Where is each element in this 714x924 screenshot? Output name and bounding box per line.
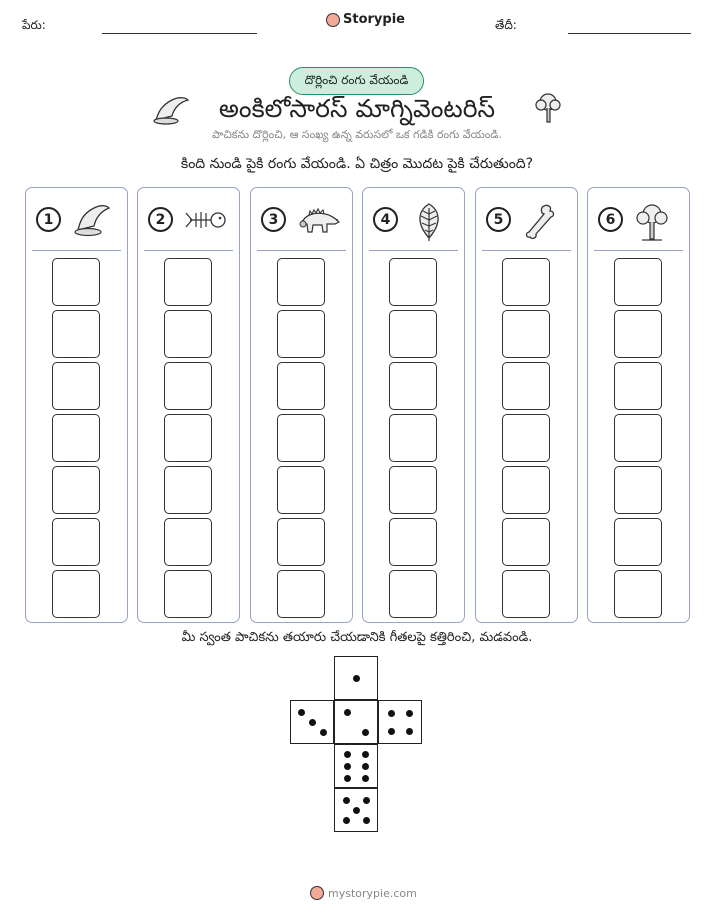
name-line [102,33,257,34]
column-number: 2 [148,207,173,232]
die-face-1 [334,656,378,700]
tree-icon [636,204,668,241]
column-number: 4 [373,207,398,232]
bear-logo-icon [326,12,340,27]
color-cell[interactable] [614,518,662,566]
color-cell[interactable] [164,414,212,462]
column-divider [594,250,683,251]
column-divider [369,250,458,251]
color-cell[interactable] [389,466,437,514]
die-face-5 [334,788,378,832]
color-cell[interactable] [614,466,662,514]
column-number: 3 [261,207,286,232]
die-face-3 [290,700,334,744]
color-cell[interactable] [502,570,550,618]
column-2: 2 [137,187,240,623]
die-face-6 [334,744,378,788]
color-cell[interactable] [389,518,437,566]
ankylosaurus-icon [299,207,341,233]
color-cell[interactable] [277,414,325,462]
color-cell[interactable] [614,570,662,618]
column-number: 6 [598,207,623,232]
color-cell[interactable] [614,362,662,410]
column-header: 5 [476,188,577,250]
column-header: 4 [363,188,464,250]
color-cell[interactable] [277,466,325,514]
column-divider [32,250,121,251]
color-cell[interactable] [164,362,212,410]
color-cell[interactable] [52,310,100,358]
brand-name: Storypie [343,12,405,27]
color-cell[interactable] [614,258,662,306]
subtitle: పాచికను దొర్లించి, ఆ సంఖ్య ఉన్న వరుసలో ఒ… [212,128,502,141]
column-header: 2 [138,188,239,250]
color-cell[interactable] [277,570,325,618]
column-3: 3 [250,187,353,623]
brand-logo: Storypie [326,12,405,27]
tooth-icon [153,97,190,125]
bear-logo-icon [310,886,324,900]
footer-url[interactable]: mystorypie.com [328,886,417,900]
bone-icon [525,204,555,240]
column-header: 1 [26,188,127,250]
column-1: 1 [25,187,128,623]
color-cell[interactable] [52,362,100,410]
color-cell[interactable] [164,466,212,514]
column-4: 4 [362,187,465,623]
page-title: అంకిలోసారస్ మాగ్నివెంటరిస్ [218,94,496,123]
die-face-4 [378,700,422,744]
column-divider [144,250,233,251]
color-cell[interactable] [389,258,437,306]
color-cell[interactable] [277,362,325,410]
color-cell[interactable] [614,414,662,462]
color-cell[interactable] [164,310,212,358]
color-cell[interactable] [277,258,325,306]
color-cell[interactable] [389,362,437,410]
column-header: 6 [588,188,689,250]
column-number: 5 [486,207,511,232]
column-divider [482,250,571,251]
fish-skeleton-icon [185,212,226,228]
color-cell[interactable] [164,518,212,566]
color-cell[interactable] [502,362,550,410]
color-cell[interactable] [52,570,100,618]
color-cell[interactable] [52,466,100,514]
leaf-icon [419,203,439,241]
color-cell[interactable] [277,518,325,566]
column-divider [257,250,346,251]
color-cell[interactable] [502,310,550,358]
color-cell[interactable] [389,570,437,618]
cut-instruction: మీ స్వంత పాచికను తయారు చేయడానికి గీతలపై … [181,630,533,645]
badge: దొర్లించి రంగు వేయండి [289,67,424,95]
color-cell[interactable] [502,518,550,566]
column-header: 3 [251,188,352,250]
die-face-2 [334,700,378,744]
color-cell[interactable] [52,258,100,306]
date-label: తేదీ: [495,18,517,32]
color-cell[interactable] [389,310,437,358]
column-5: 5 [475,187,578,623]
date-line [568,33,691,34]
color-cell[interactable] [389,414,437,462]
color-cell[interactable] [277,310,325,358]
tooth-icon [74,205,111,237]
footer: mystorypie.com [310,886,417,900]
color-cell[interactable] [52,414,100,462]
instruction: కింది నుండి పైకి రంగు వేయండి. ఏ చిత్రం మ… [180,156,534,172]
color-cell[interactable] [502,466,550,514]
color-cell[interactable] [164,258,212,306]
color-cell[interactable] [614,310,662,358]
color-cell[interactable] [164,570,212,618]
color-cell[interactable] [502,258,550,306]
tree-icon [535,93,561,123]
column-6: 6 [587,187,690,623]
name-label: పేరు: [22,18,46,32]
color-cell[interactable] [52,518,100,566]
color-cell[interactable] [502,414,550,462]
column-number: 1 [36,207,61,232]
